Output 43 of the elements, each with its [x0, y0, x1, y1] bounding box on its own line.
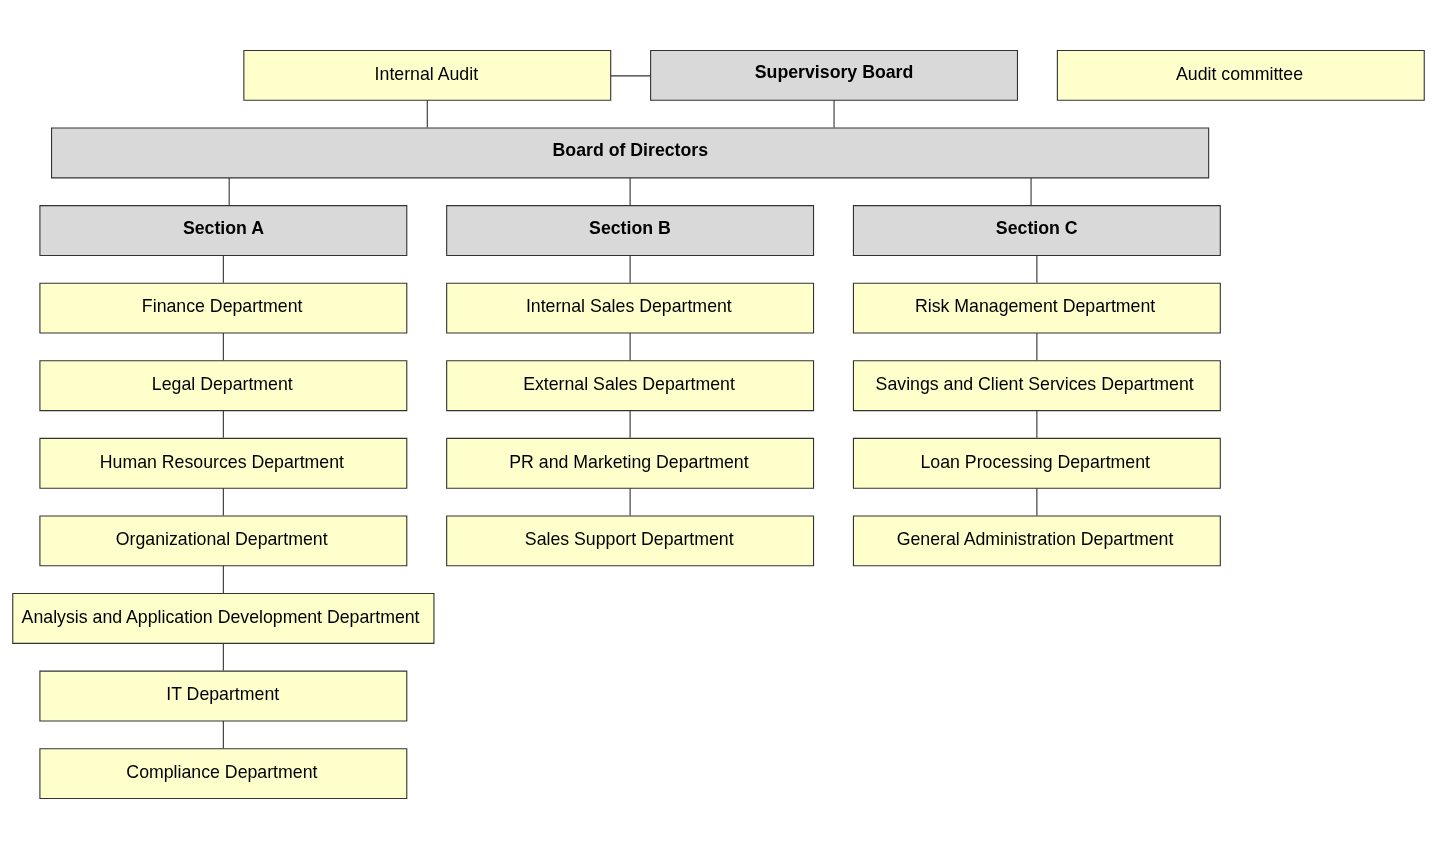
node-box: Organizational Department [39, 515, 408, 567]
connector [1036, 332, 1038, 361]
connector [1036, 254, 1038, 284]
node-box: Loan Processing Department [852, 437, 1221, 489]
connector [629, 410, 631, 439]
node-box: Finance Department [39, 282, 408, 334]
node-box: Board of Directors [51, 127, 1210, 179]
node-box: Human Resources Department [39, 437, 408, 489]
connector [228, 177, 230, 206]
node-box: Section A [39, 205, 408, 257]
node-box: General Administration Department [852, 515, 1221, 567]
node-box: Compliance Department [39, 748, 408, 800]
connector [833, 99, 835, 129]
node-box: Savings and Client Services Department [852, 360, 1221, 412]
connector [222, 642, 224, 672]
node-box: Internal Sales Department [446, 282, 815, 334]
connector [629, 332, 631, 361]
node-box: Supervisory Board [650, 49, 1019, 101]
node-box: Sales Support Department [446, 515, 815, 567]
connector [629, 177, 631, 206]
connector [222, 720, 224, 749]
connector [1030, 177, 1032, 206]
connector [1036, 410, 1038, 439]
connector [222, 254, 224, 284]
node-box: PR and Marketing Department [446, 437, 815, 489]
node-box: Internal Audit [243, 49, 612, 101]
connector [426, 99, 428, 129]
node-box: Risk Management Department [852, 282, 1221, 334]
connector [629, 487, 631, 516]
connector [1036, 487, 1038, 516]
node-box: External Sales Department [446, 360, 815, 412]
connector [222, 332, 224, 361]
connector [222, 565, 224, 594]
connector [629, 254, 631, 284]
node-box: IT Department [39, 670, 408, 722]
node-box: Legal Department [39, 360, 408, 412]
node-box: Section C [852, 205, 1221, 257]
connector [222, 487, 224, 516]
node-box: Analysis and Application Development Department [12, 592, 435, 644]
connector [610, 75, 651, 77]
connector [222, 410, 224, 439]
node-box: Section B [446, 205, 815, 257]
node-box: Audit committee [1056, 49, 1425, 101]
